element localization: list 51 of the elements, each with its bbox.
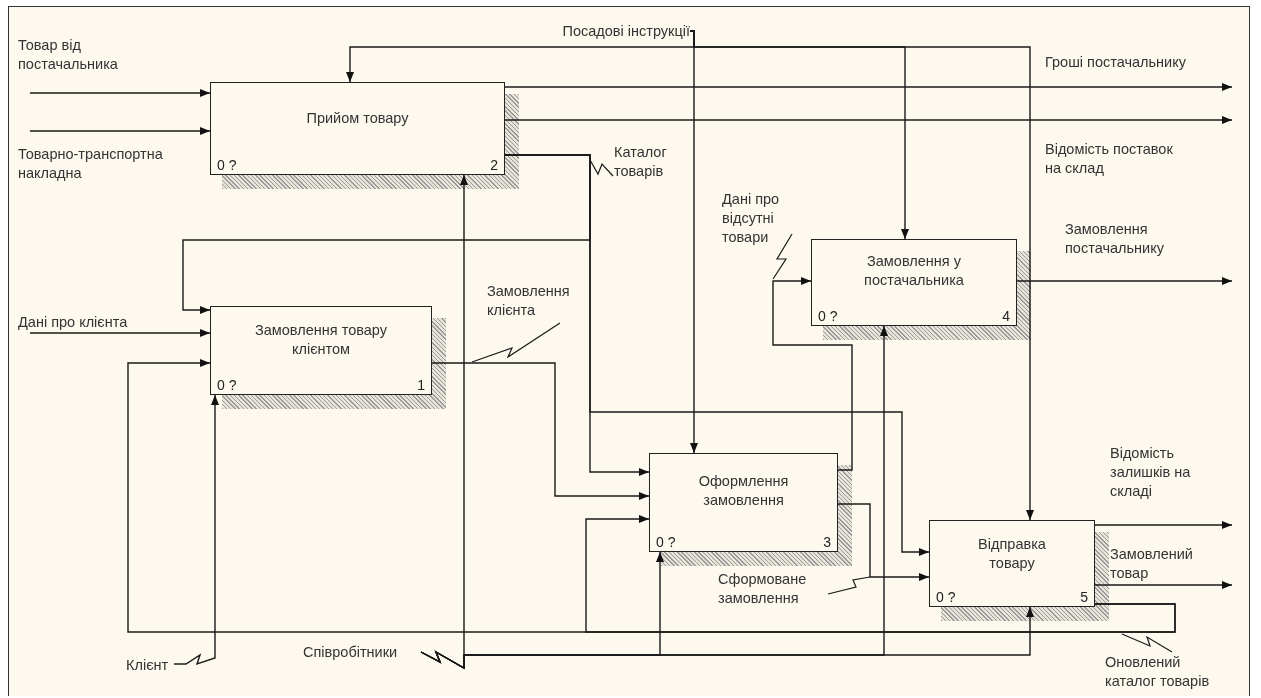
arrow [29,127,211,135]
edge-label: Замовлення клієнта [487,282,571,320]
activity-box [210,306,432,395]
edge-label: Оновлений каталог товарів [1105,653,1211,691]
arrow-label: Замовлення постачальнику [1065,220,1240,281]
arrow [504,116,1233,124]
arrow [837,503,930,581]
arrow [585,515,1176,633]
edge-label: Сформоване замовлення [718,570,808,608]
arrow-label: Посадові інструкції [495,20,690,42]
arrow-label: Клієнт [126,655,174,675]
activity-box [210,82,505,175]
activity-number: 4 [1002,308,1010,324]
arrow [29,329,211,337]
arrow-label: Відомість залишків на складі [1110,444,1240,525]
arrow-label: Товарно-транспортна накладна [18,131,208,183]
arrow [772,277,853,471]
arrow [1094,581,1233,589]
arrow-label: Товар від постачальника [18,36,178,93]
activity-box [649,453,838,552]
activity-name: Відправка товару [977,535,1047,573]
arrow [1016,277,1233,285]
arrow [504,154,930,556]
arrow-label: Замовлений товар [1110,545,1240,585]
edge-label: Каталог товарів [614,143,668,181]
activity-box [811,239,1017,326]
arrow-label: Гроші постачальнику [1045,53,1240,87]
activity-number: 2 [490,157,498,173]
arrow [29,89,211,97]
cost-mark: 0 ? [217,157,237,173]
activity-number: 1 [417,377,425,393]
cost-mark: 0 ? [217,377,237,393]
activity-box [929,520,1095,607]
arrow [689,30,1034,521]
activity-number: 5 [1080,589,1088,605]
arrow-label: Відомість поставок на склад [1045,120,1240,178]
cost-mark: 0 ? [818,308,838,324]
arrow [1094,521,1233,529]
cost-mark: 0 ? [936,589,956,605]
arrow [420,606,1034,670]
activity-name: Замовлення товару клієнтом [254,321,388,359]
arrow [173,394,219,666]
activity-name: Замовлення у постачальника [863,252,965,290]
arrow-label: Співробітники [303,642,421,662]
arrow-label: Дані про клієнта [18,313,188,333]
activity-number: 3 [823,534,831,550]
cost-mark: 0 ? [656,534,676,550]
activity-name: Прийом товару [306,109,409,128]
activity-name: Оформлення замовлення [697,472,790,510]
arrow [504,83,1233,91]
edge-label: Дані про відсутні товари [722,190,781,247]
